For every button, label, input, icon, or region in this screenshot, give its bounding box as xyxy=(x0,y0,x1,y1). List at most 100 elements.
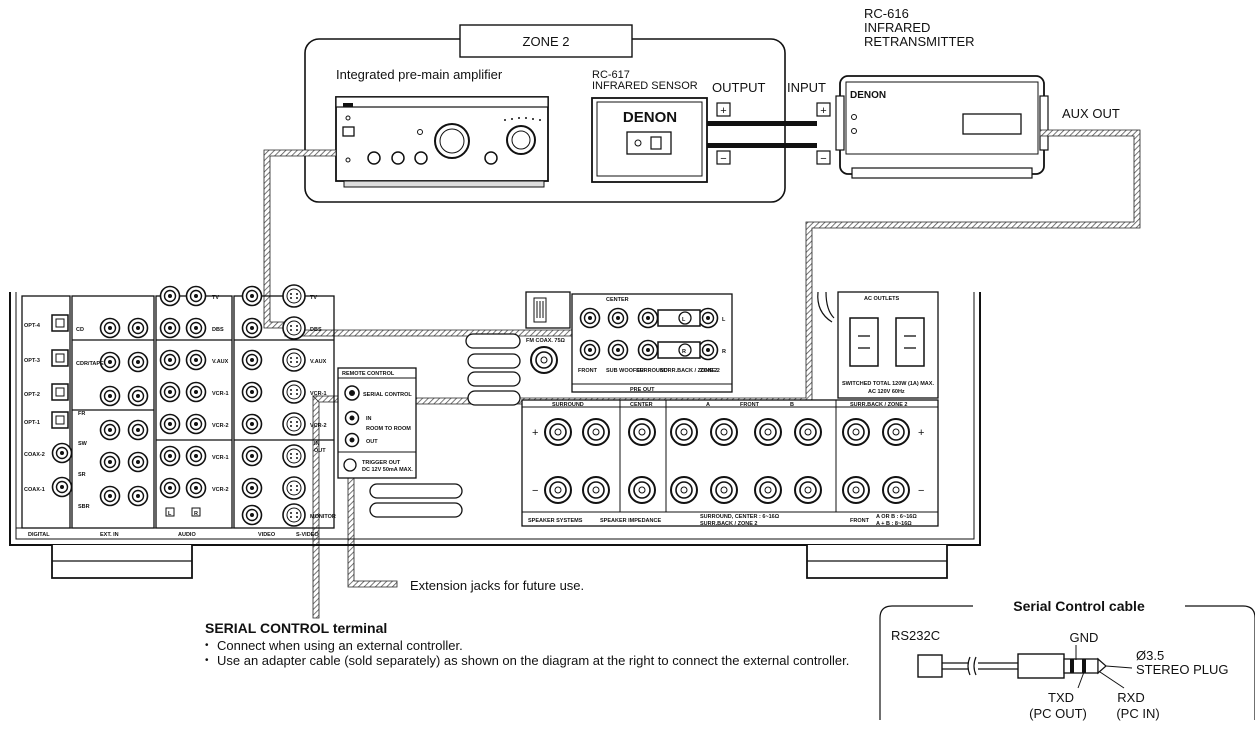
serial-control-notes: SERIAL CONTROL terminal • Connect when us… xyxy=(205,620,865,668)
serial-control-heading: SERIAL CONTROL terminal xyxy=(205,620,388,636)
output-plus-terminal xyxy=(716,102,731,117)
input-plus-sign: + xyxy=(820,105,826,117)
opt2-label: OPT-2 xyxy=(24,392,40,398)
input-minus-terminal xyxy=(816,150,831,165)
sensor-brand: DENON xyxy=(623,109,677,126)
rxd-label: RXD xyxy=(1117,690,1144,705)
serial-control-cable-box: Serial Control cable RS232C GND Ø3.5 STE… xyxy=(879,598,1255,721)
preout-front-label: FRONT xyxy=(578,368,598,374)
zone2-title: ZONE 2 xyxy=(523,34,570,49)
aux-out-label: AUX OUT xyxy=(1062,106,1120,121)
spk-a-label: A xyxy=(706,402,710,408)
bullet-2: • xyxy=(205,655,209,666)
preout-surround-label: SURROUND xyxy=(636,368,668,374)
speaker-terminals: SURROUND CENTER FRONT SURR.BACK / ZONE 2… xyxy=(521,399,939,527)
retransmitter-line2: RETRANSMITTER xyxy=(864,34,975,49)
serial-control-list: • Connect when using an external controll… xyxy=(205,638,865,668)
audio-vaux-label: V.AUX xyxy=(212,359,229,365)
audio-vcr2-out-label: VCR-2 xyxy=(212,487,229,493)
serial-note-text-1: Connect when using an external controlle… xyxy=(217,638,463,653)
switched-label: SWITCHED TOTAL 120W (1A) MAX. xyxy=(842,381,934,387)
rtr-out-label: OUT xyxy=(366,439,378,445)
amp-label: Integrated pre-main amplifier xyxy=(336,67,503,82)
ext-in-jacks: CD CDR/TAPE FR SW SR SBR xyxy=(76,317,149,510)
video-monitor-label: MONITOR xyxy=(310,514,336,520)
input-plus-terminal xyxy=(816,102,831,117)
output-label: OUTPUT xyxy=(712,80,766,95)
audio-vcr1-label: VCR-1 xyxy=(212,391,229,397)
label-ext-in: EXT. IN xyxy=(100,532,119,538)
gnd-label: GND xyxy=(1070,630,1099,645)
coax2-label: COAX-2 xyxy=(24,452,45,458)
spk-plus-sign: + xyxy=(532,427,538,439)
video-in-label: IN xyxy=(314,441,320,447)
ac-spec-label: AC 120V 60Hz xyxy=(868,389,905,395)
opt3-label: OPT-3 xyxy=(24,358,40,364)
rtr-in-label: IN xyxy=(366,416,372,422)
label-audio: AUDIO xyxy=(178,532,196,538)
trigger-spec-label: DC 12V 50mA MAX. xyxy=(362,467,413,473)
cable-title: Serial Control cable xyxy=(1013,598,1145,614)
opt4-label: OPT-4 xyxy=(24,323,41,329)
zone2-r-letter: R xyxy=(722,349,726,355)
zone2-room: ZONE 2 Integrated pre-main amplifier xyxy=(304,24,826,203)
retransmitter-model: RC-616 xyxy=(864,6,909,21)
video-jacks: TV DBS V.AUX VCR-1 VCR-2 IN OUT MONITOR xyxy=(241,284,336,527)
fm-antenna: FM COAX. 75Ω xyxy=(525,291,571,374)
video-vaux-label: V.AUX xyxy=(310,359,327,365)
integrated-amplifier xyxy=(335,96,549,188)
input-label: INPUT xyxy=(787,80,826,95)
audio-tv-label: TV xyxy=(212,295,219,301)
zone2-l-letter: L xyxy=(722,317,726,323)
rs232c-connector xyxy=(917,654,943,678)
serial-note-text-2: Use an adapter cable (sold separately) a… xyxy=(217,653,850,668)
audio-jacks: TV DBS V.AUX VCR-1 VCR-2 VCR-1 VCR-2 L R xyxy=(159,285,229,517)
sensor-model: RC-617 xyxy=(592,69,630,81)
label-s-video: S-VIDEO xyxy=(296,532,319,538)
rxd-sub-label: (PC IN) xyxy=(1116,706,1159,721)
opt1-label: OPT-1 xyxy=(24,420,40,426)
spk-b-label: B xyxy=(790,402,794,408)
audio-vcr2-label: VCR-2 xyxy=(212,423,229,429)
vent-slots xyxy=(369,333,521,518)
coax1-label: COAX-1 xyxy=(24,487,45,493)
retransmitter-brand: DENON xyxy=(850,90,886,101)
cd-label: CD xyxy=(76,327,84,333)
ac-outlets: AC OUTLETS SWITCHED TOTAL 120W (1A) MAX.… xyxy=(817,291,939,399)
spk-center-label: CENTER xyxy=(630,402,653,408)
imp-surrback-label: SURR.BACK / ZONE 2 xyxy=(700,521,757,527)
output-minus-terminal xyxy=(716,150,731,165)
bullet-1: • xyxy=(205,640,209,651)
speaker-systems-label: SPEAKER SYSTEMS xyxy=(528,518,583,524)
trigger-out-label: TRIGGER OUT xyxy=(362,460,401,466)
plug-size-label: Ø3.5 xyxy=(1136,648,1164,663)
trigger-out-jack xyxy=(343,458,357,472)
output-plus-sign: + xyxy=(720,105,726,117)
spk-plus-sign-right: + xyxy=(918,427,924,439)
receiver-rear-panel: DIGITAL EXT. IN AUDIO VIDEO S-VIDEO OPT-… xyxy=(9,284,981,579)
sw-label: SW xyxy=(78,441,88,447)
stereo-plug-body xyxy=(1017,653,1065,679)
audio-l-label: L xyxy=(168,511,172,517)
output-minus-sign: − xyxy=(720,153,726,165)
serial-note-item-1: • Connect when using an external controll… xyxy=(205,638,865,653)
imp-ab-label: A OR B : 6~16Ω xyxy=(876,514,917,520)
cable-serial-callout xyxy=(312,395,320,619)
remote-control-label: REMOTE CONTROL xyxy=(342,371,395,377)
spk-surrback-label: SURR.BACK / ZONE 2 xyxy=(850,402,907,408)
txd-sub-label: (PC OUT) xyxy=(1029,706,1087,721)
zone2-title-box xyxy=(459,24,633,58)
rca-plug-right-letter: R xyxy=(682,349,686,355)
audio-dbs-label: DBS xyxy=(212,327,224,333)
rc616-infrared-retransmitter: DENON xyxy=(835,75,1049,179)
center-label: CENTER xyxy=(606,297,629,303)
fm-coax-label: FM COAX. 75Ω xyxy=(526,338,566,344)
rc616-label: RC-616 INFRARED RETRANSMITTER xyxy=(864,6,975,49)
cable-rs232c-label: RS232C xyxy=(891,628,940,643)
room-to-room-label: ROOM TO ROOM xyxy=(366,426,411,432)
plug-type-label: STEREO PLUG xyxy=(1136,662,1228,677)
preout-subwoofer-label: SUB WOOFER xyxy=(606,368,644,374)
spk-surround-label: SURROUND xyxy=(552,402,584,408)
video-vcr1-label: VCR-1 xyxy=(310,391,327,397)
